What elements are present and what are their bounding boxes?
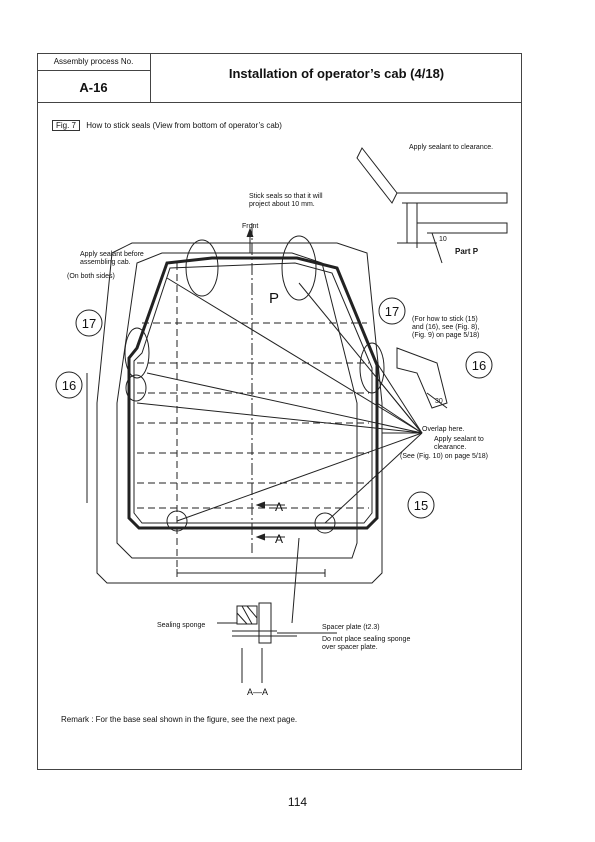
- svg-text:and (16), see (Fig. 8),: and (16), see (Fig. 8),: [412, 324, 479, 331]
- seal-contour: [127, 256, 379, 530]
- svg-text:A: A: [275, 500, 283, 514]
- process-label: Assembly process No.: [37, 53, 150, 71]
- part-17-right: 17: [385, 304, 399, 319]
- svg-text:clearance.: clearance.: [434, 444, 466, 451]
- page-title: Installation of operator’s cab (4/18): [151, 53, 522, 103]
- svg-text:Front: Front: [242, 223, 258, 230]
- svg-text:Do not place sealing sponge: Do not place sealing sponge: [322, 636, 410, 643]
- svg-text:project about 10 mm.: project about 10 mm.: [249, 201, 315, 208]
- svg-text:Overlap here.: Overlap here.: [422, 426, 464, 433]
- figure-caption: Fig. 7 How to stick seals (View from bot…: [52, 120, 282, 131]
- figure-caption-text: How to stick seals (View from bottom of …: [86, 121, 282, 130]
- cab-outer-outline: [96, 242, 383, 584]
- svg-text:(Fig. 9) on page 5/18): (Fig. 9) on page 5/18): [412, 332, 479, 339]
- part-17-left: 17: [82, 316, 96, 331]
- process-number: A-16: [79, 80, 108, 95]
- figure-label: Fig. 7: [52, 120, 81, 131]
- seal-diagram: 17 16 17 16 15 Apply sealant to clearanc…: [55, 144, 508, 697]
- svg-text:Apply sealant to clearance.: Apply sealant to clearance.: [409, 144, 493, 151]
- svg-text:(On both sides): (On both sides): [67, 273, 115, 280]
- svg-text:10: 10: [439, 236, 447, 243]
- part-15: 15: [414, 498, 428, 513]
- svg-text:A—A: A—A: [247, 687, 268, 697]
- remark-text: Remark : For the base seal shown in the …: [61, 715, 298, 724]
- part-16-right-circle: [465, 351, 493, 379]
- part-17-right-circle: [378, 297, 406, 325]
- part-16-left: 16: [62, 378, 76, 393]
- svg-text:over spacer plate.: over spacer plate.: [322, 644, 378, 651]
- svg-text:Part P: Part P: [455, 247, 479, 256]
- part-17-left-circle: [75, 309, 103, 337]
- process-number-cell: Assembly process No. A-16: [37, 53, 151, 103]
- svg-text:(For how to stick (15): (For how to stick (15): [412, 316, 478, 323]
- svg-text:Spacer plate (t2.3): Spacer plate (t2.3): [322, 624, 380, 631]
- svg-text:Stick seals so that it will: Stick seals so that it will: [249, 193, 323, 200]
- svg-text:A: A: [275, 532, 283, 546]
- part-16-left-circle: [55, 371, 83, 399]
- page-frame: [37, 53, 522, 770]
- part-16-right: 16: [472, 358, 486, 373]
- svg-text:Sealing sponge: Sealing sponge: [157, 622, 205, 629]
- svg-text:Apply sealant to: Apply sealant to: [434, 436, 484, 443]
- svg-text:30: 30: [435, 398, 443, 405]
- page-number: 114: [287, 795, 308, 809]
- svg-text:P: P: [269, 290, 279, 307]
- svg-text:Apply sealant before: Apply sealant before: [80, 251, 144, 258]
- part-15-circle: [407, 491, 435, 519]
- svg-text:assembling cab.: assembling cab.: [80, 259, 131, 266]
- svg-text:(See (Fig. 10) on page 5/18): (See (Fig. 10) on page 5/18): [400, 453, 488, 460]
